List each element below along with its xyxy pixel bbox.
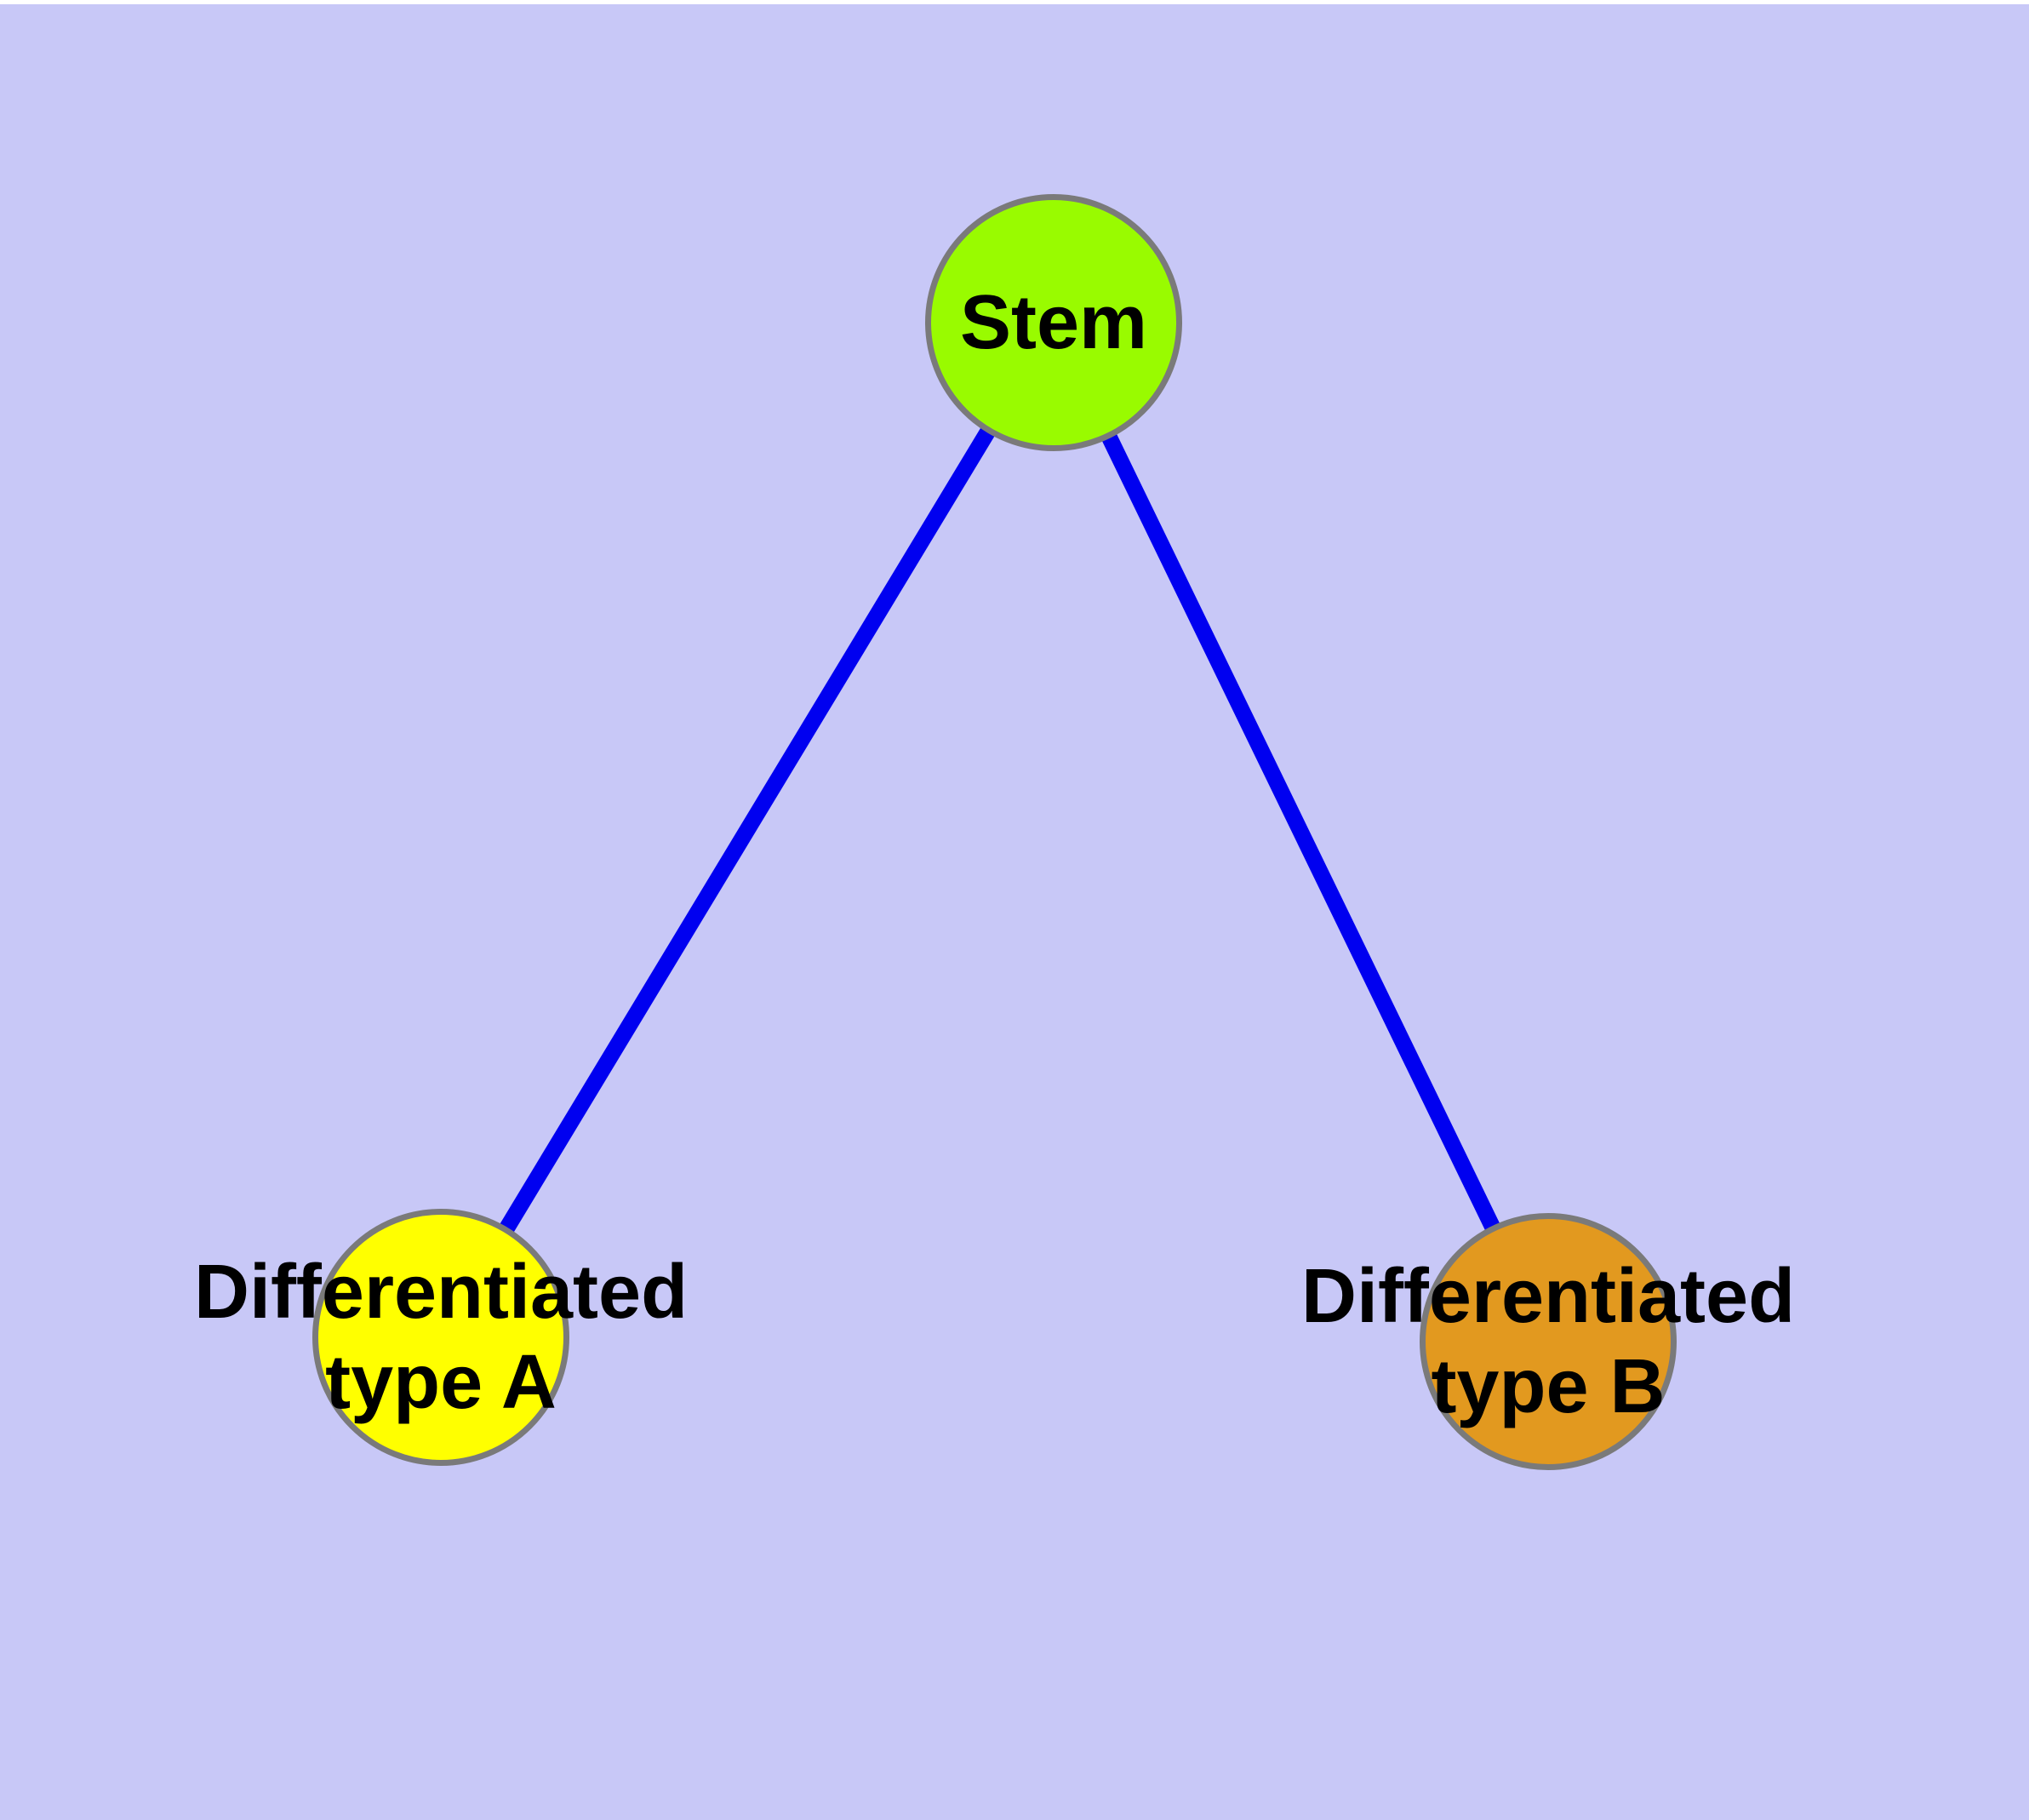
graph-background: Stem Differentiated type A Differentiate… xyxy=(0,4,2029,1820)
node-stem-label: Stem xyxy=(959,280,1148,365)
edge-stem-to-type-b xyxy=(1046,318,1556,1346)
node-type-b-circle xyxy=(1420,1213,1677,1470)
edge-stem-to-type-a xyxy=(433,318,1061,1342)
node-type-a-circle xyxy=(312,1209,569,1466)
edge-layer xyxy=(433,318,1556,1346)
node-type-a-label: Differentiated type A xyxy=(193,1250,689,1425)
node-stem-circle xyxy=(925,194,1182,451)
node-type-b-label: Differentiated type B xyxy=(1300,1254,1796,1429)
